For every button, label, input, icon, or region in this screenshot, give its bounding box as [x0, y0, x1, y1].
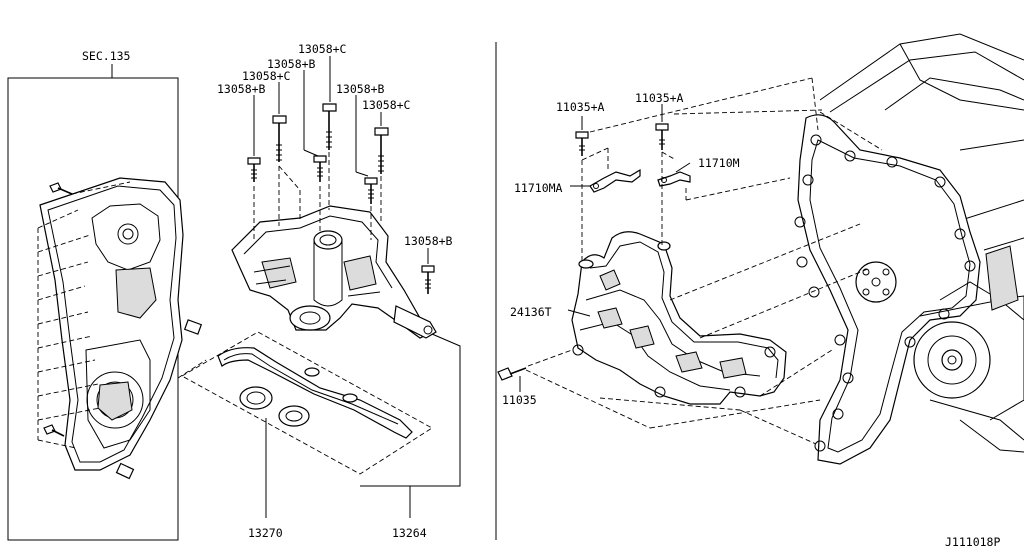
label-11035: 11035: [502, 393, 537, 407]
harness-bracket-11710m[interactable]: [657, 171, 691, 187]
label-13058c-2: 13058+C: [298, 42, 347, 56]
bolts-11035[interactable]: [497, 123, 669, 381]
mount-bracket-24136t[interactable]: [571, 231, 787, 405]
label-11710ma: 11710MA: [514, 181, 563, 195]
gasket-leaders: [265, 333, 461, 518]
timing-cover[interactable]: [39, 177, 184, 471]
label-13058c-3: 13058+C: [362, 98, 411, 112]
gasket-set[interactable]: [181, 331, 433, 475]
cover-leaders: [37, 181, 207, 449]
label-11035a-1: 11035+A: [556, 100, 605, 114]
label-13058c-1: 13058+C: [242, 69, 291, 83]
label-24136t: 24136T: [510, 305, 552, 319]
label-sec135: SEC.135: [82, 49, 130, 63]
label-13058b-1: 13058+B: [217, 82, 266, 96]
right-leaders: [519, 77, 883, 445]
label-13264: 13264: [392, 526, 427, 540]
timing-cover-group: [7, 64, 207, 541]
bolt-set[interactable]: [247, 103, 435, 294]
label-11035a-2: 11035+A: [635, 91, 684, 105]
label-11710m: 11710M: [698, 156, 740, 170]
front-housing[interactable]: [231, 205, 437, 339]
housing-leaders: [253, 152, 382, 240]
label-13270: 13270: [248, 526, 283, 540]
engine-block: [794, 33, 1024, 465]
label-13058b-4: 13058+B: [404, 234, 453, 248]
bolt-leaders: [253, 56, 429, 264]
harness-bracket-11710ma[interactable]: [589, 168, 641, 193]
label-13058b-2: 13058+B: [267, 57, 316, 71]
label-13058b-3: 13058+B: [336, 82, 385, 96]
diagram-id: J111018P: [945, 535, 1000, 549]
